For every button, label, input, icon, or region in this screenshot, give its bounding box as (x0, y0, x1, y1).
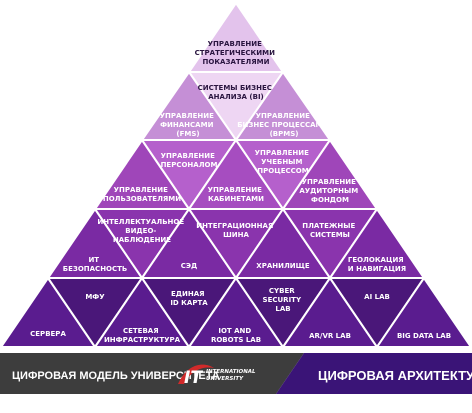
label-it-security: ИТ БЕЗОПАСНОСТЬ (63, 256, 128, 273)
label-edms: СЭД (181, 262, 198, 270)
label-integration-bus: ИНТЕГРАЦИОННАЯ ШИНА (196, 222, 276, 239)
logo-line-2: UNIVERSITY (206, 376, 244, 382)
logo-swoosh-icon (178, 364, 214, 384)
label-payment-systems: ПЛАТЕЖНЫЕ СИСТЕМЫ (302, 222, 358, 239)
label-education-process: УПРАВЛЕНИЕ УЧЕБНЫМ ПРОЦЕССОМ (255, 149, 312, 175)
label-ai-lab: AI LAB (364, 293, 390, 301)
tile-big-data-lab[interactable] (375, 276, 472, 348)
label-mfu: МФУ (85, 293, 105, 301)
label-storage: ХРАНИЛИЩЕ (256, 262, 310, 270)
label-ar-vr-lab: AR/VR LAB (309, 332, 351, 340)
banner-right-title: ЦИФРОВАЯ АРХИТЕКТУРА (318, 368, 472, 383)
label-strategic-indicators: УПРАВЛЕНИЕ СТРАТЕГИЧЕСКИМИ ПОКАЗАТЕЛЯМИ (195, 40, 278, 66)
label-video-surveillance: ИНТЕЛЛЕКТУАЛЬНОЕ ВИДЕО- НАБЛЮДЕНИЕ (97, 218, 186, 244)
label-id-card: ЕДИНАЯ ID КАРТА (170, 290, 208, 307)
label-bi-systems: СИСТЕМЫ БИЗНЕС АНАЛИЗА (BI) (198, 84, 275, 101)
logo-mark: IT (184, 368, 203, 388)
label-finance-fms: УПРАВЛЕНИЕ ФИНАНСАМИ (FMS) (160, 112, 217, 138)
label-bpms: УПРАВЛЕНИЕ БИЗНЕС ПРОЦЕССАМИ (BPMS) (237, 112, 331, 138)
label-hr-management: УПРАВЛЕНИЕ ПЕРСОНАЛОМ (161, 152, 218, 169)
international-university-logo: IT INTERNATIONAL UNIVERSITY (178, 364, 256, 388)
label-iot-robots-lab: IOT AND ROBOTS LAB (211, 327, 261, 344)
label-office-management: УПРАВЛЕНИЕ КАБИНЕТАМИ (208, 186, 265, 203)
label-classroom-fund: УПРАВЛЕНИЕ АУДИТОРНЫМ ФОНДОМ (299, 178, 360, 204)
label-user-management: УПРАВЛЕНИЕ ПОЛЬЗОВАТЕЛЯМИ (103, 186, 181, 203)
banner-left-title: ЦИФРОВАЯ МОДЕЛЬ УНИВЕРСИТЕТА (12, 370, 220, 382)
logo-line-1: INTERNATIONAL (206, 369, 256, 375)
label-big-data-lab: BIG DATA LAB (397, 332, 451, 340)
label-network-infrastructure: СЕТЕВАЯ ИНФРАСТРУКТУРА (104, 327, 181, 344)
label-servers: СЕРВЕРА (30, 330, 66, 338)
label-geolocation: ГЕОЛОКАЦИЯ И НАВИГАЦИЯ (348, 256, 406, 273)
banner-left-panel (0, 353, 304, 394)
label-cyber-security-lab: CYBER SECURITY LAB (263, 287, 304, 313)
banner-right-panel (276, 353, 472, 394)
